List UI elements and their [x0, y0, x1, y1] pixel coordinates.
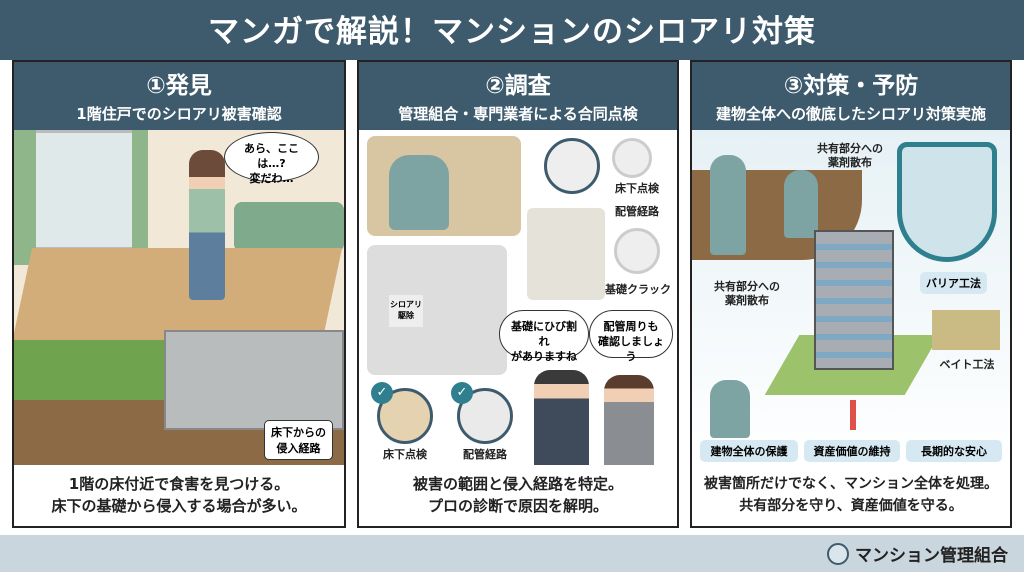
- panel-subtitle: 1階住戸でのシロアリ被害確認: [76, 105, 282, 123]
- speech-bubble: 配管周りも確認しましょう: [589, 310, 673, 363]
- vest-patch: シロアリ駆除: [389, 295, 423, 327]
- panel-caption: 1階の床付近で食害を見つける。 床下の基礎から侵入する場合が多い。: [14, 465, 344, 526]
- vest-text: 駆除: [398, 311, 414, 320]
- organization: マンション管理組合: [827, 541, 1008, 566]
- caption-line: 共有部分を守り、資産価値を守る。: [739, 498, 963, 514]
- benefit-badge: 建物全体の保護: [700, 440, 798, 462]
- panel-header: ①発見 1階住戸でのシロアリ被害確認: [14, 62, 344, 130]
- icon-label: 配管経路: [615, 205, 659, 218]
- bait-method-label: ベイト工法: [939, 358, 995, 371]
- magnifier-icon: [612, 138, 652, 178]
- window: [26, 130, 136, 250]
- check-icon: ✓: [371, 382, 393, 404]
- spray-label: 共有部分への薬剤散布: [702, 280, 792, 308]
- barrier-method-label: バリア工法: [920, 272, 987, 294]
- caption-line: 被害箇所だけでなく、マンション全体を処理。: [704, 476, 998, 492]
- bait-station: [932, 310, 1000, 350]
- shield-icon: [897, 142, 997, 262]
- foundation: [164, 330, 344, 430]
- speech-bubble: 基礎にひび割れがありますね: [499, 310, 589, 363]
- panel-number: ③対策・予防: [783, 73, 919, 99]
- panel-caption: 被害の範囲と侵入経路を特定。 プロの診断で原因を解明。: [359, 465, 677, 526]
- page-title: マンガで解説！マンションのシロアリ対策: [208, 14, 816, 50]
- check-label: 床下点検: [383, 448, 427, 461]
- label-line: 共有部分への: [817, 142, 883, 155]
- speech-line: あら、ここは…?: [244, 142, 299, 170]
- sprayer-worker: [784, 170, 818, 238]
- vest-text: シロアリ: [390, 300, 422, 309]
- inspector: [389, 155, 449, 230]
- arrow-icon: [850, 400, 856, 430]
- speech-line: 配管周りも: [603, 320, 659, 333]
- label-line: 床下からの: [271, 426, 326, 439]
- caption-line: プロの診断で原因を解明。: [427, 497, 608, 515]
- underfloor-icon: [544, 138, 600, 194]
- title-bar: [0, 0, 1024, 60]
- curtain: [14, 130, 36, 265]
- check-icon: ✓: [451, 382, 473, 404]
- panel-discovery: ①発見 1階住戸でのシロアリ被害確認 あら、ここは…? 変だわ… 床下からの侵入経…: [12, 60, 346, 528]
- discovery-illustration: あら、ここは…? 変だわ… 床下からの侵入経路: [14, 130, 344, 465]
- panel-subtitle: 管理組合・専門業者による合同点検: [398, 105, 638, 123]
- label-line: 侵入経路: [276, 442, 321, 455]
- panel-investigation: ②調査 管理組合・専門業者による合同点検 床下点検 配管経路 基礎クラック シロ…: [357, 60, 679, 528]
- manager-woman: [604, 375, 654, 465]
- panel-caption: 被害箇所だけでなく、マンション全体を処理。 共有部分を守り、資産価値を守る。: [692, 465, 1010, 526]
- label-line: 共有部分への: [714, 280, 780, 293]
- countermeasure-illustration: 共有部分への薬剤散布 バリア工法 共有部分への薬剤散布 ベイト工法 建物全体の保…: [692, 130, 1010, 465]
- panel-header: ③対策・予防 建物全体への徹底したシロアリ対策実施: [692, 62, 1010, 130]
- check-label: 配管経路: [463, 448, 507, 461]
- curtain: [132, 130, 148, 255]
- panel-number: ①発見: [146, 73, 212, 99]
- icon-label: 基礎クラック: [605, 283, 671, 296]
- caption-line: 1階の床付近で食害を見つける。: [68, 475, 290, 493]
- caption-line: 被害の範囲と侵入経路を特定。: [412, 475, 623, 493]
- footer: マンション管理組合: [0, 535, 1024, 572]
- speech-line: 変だわ…: [249, 172, 294, 185]
- seal-icon: [827, 542, 849, 565]
- benefit-badge: 資産価値の維持: [804, 440, 900, 462]
- pipe-scene: [527, 208, 605, 300]
- apartment-building: [814, 230, 894, 370]
- entry-route-label: 床下からの侵入経路: [264, 420, 333, 460]
- sofa: [234, 202, 344, 252]
- sprayer-worker: [710, 155, 746, 255]
- panel-header: ②調査 管理組合・専門業者による合同点検: [359, 62, 677, 130]
- icon-label: 床下点検: [615, 182, 659, 195]
- panel-number: ②調査: [485, 73, 551, 99]
- panel-subtitle: 建物全体への徹底したシロアリ対策実施: [715, 105, 986, 123]
- organization-name: マンション管理組合: [855, 546, 1008, 566]
- foundation-scene: [367, 245, 507, 375]
- panel-countermeasures: ③対策・予防 建物全体への徹底したシロアリ対策実施 共有部分への薬剤散布 バリア…: [690, 60, 1012, 528]
- manager-man: [534, 370, 589, 465]
- spray-label: 共有部分への薬剤散布: [810, 142, 890, 170]
- wood-floor: [14, 248, 343, 343]
- benefit-badge: 長期的な安心: [906, 440, 1002, 462]
- speech-line: 確認しましょう: [598, 335, 664, 363]
- label-line: 薬剤散布: [725, 294, 769, 307]
- crack-icon: [614, 228, 660, 274]
- speech-line: 基礎にひび割れ: [511, 320, 577, 348]
- caption-line: 床下の基礎から侵入する場合が多い。: [51, 497, 307, 515]
- woman: [189, 150, 225, 300]
- speech-line: がありますね: [511, 350, 577, 363]
- label-line: 薬剤散布: [828, 156, 872, 169]
- investigation-illustration: 床下点検 配管経路 基礎クラック シロアリ駆除 基礎にひび割れがありますね 配管…: [359, 130, 677, 465]
- kneeling-worker: [710, 380, 750, 438]
- speech-bubble: あら、ここは…? 変だわ…: [224, 132, 319, 185]
